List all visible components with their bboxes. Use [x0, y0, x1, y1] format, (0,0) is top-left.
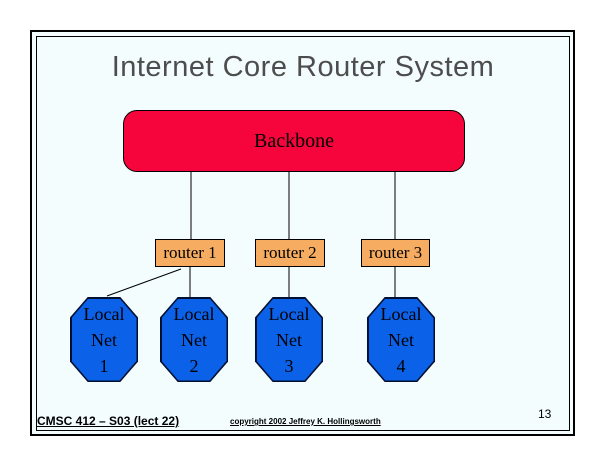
localnet1-line1: Local [83, 303, 125, 324]
localnet3-label: Local Net 3 [256, 298, 322, 381]
backbone-label: Backbone [254, 129, 334, 152]
localnet2-line2: Net [181, 329, 207, 350]
connector-router1-localnet1 [106, 268, 182, 297]
localnet1-line3: 1 [99, 355, 109, 376]
localnet1-label: Local Net 1 [71, 298, 137, 381]
localnet3-node: Local Net 3 [255, 297, 323, 382]
localnet4-line1: Local [380, 303, 422, 324]
router1-label: router 1 [163, 243, 217, 262]
router2-label: router 2 [263, 243, 317, 262]
localnet4-line3: 4 [396, 355, 406, 376]
localnet4-label: Local Net 4 [368, 298, 434, 381]
localnet1-node: Local Net 1 [70, 297, 138, 382]
localnet3-line2: Net [276, 329, 302, 350]
footer-page-number: 13 [538, 407, 552, 421]
router2-node: router 2 [255, 239, 325, 267]
footer-copyright-label: copyright 2002 Jeffrey K. Hollingsworth [230, 417, 381, 426]
localnet2-label: Local Net 2 [161, 298, 227, 381]
localnet4-line2: Net [388, 329, 414, 350]
slide-title: Internet Core Router System [111, 51, 495, 83]
router1-node: router 1 [155, 239, 225, 267]
localnet2-node: Local Net 2 [160, 297, 228, 382]
router3-node: router 3 [361, 239, 430, 267]
localnet2-line1: Local [173, 303, 215, 324]
backbone-node: Backbone [123, 110, 465, 172]
localnet3-line3: 3 [284, 355, 294, 376]
router3-label: router 3 [368, 243, 423, 262]
localnet4-node: Local Net 4 [367, 297, 435, 382]
localnet3-line1: Local [268, 303, 310, 324]
footer-course-label: CMSC 412 – S03 (lect 22) [37, 414, 180, 428]
localnet2-line3: 2 [189, 355, 199, 376]
slide-inner-border [36, 36, 570, 431]
localnet1-line2: Net [91, 329, 117, 350]
